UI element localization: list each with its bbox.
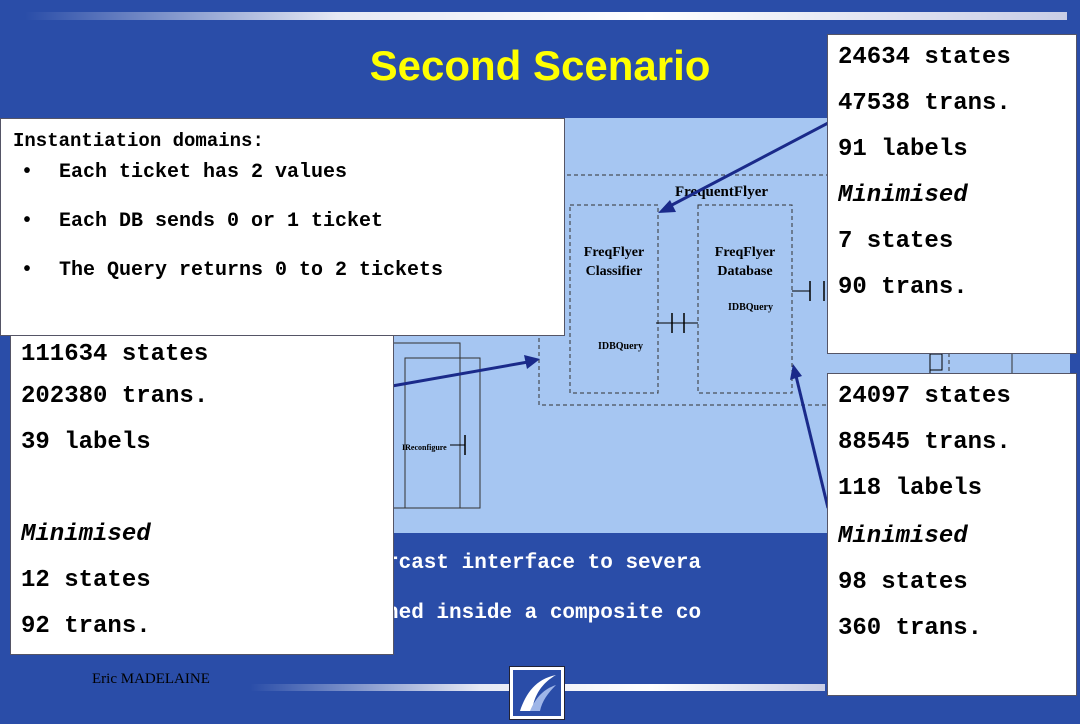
freqflyer-classifier-box (569, 204, 659, 394)
minimised-transitions-count: 92 trans. (21, 613, 151, 640)
minimised-transitions-count: 360 trans. (838, 615, 983, 642)
frequentflyer-label: FrequentFlyer (675, 184, 768, 200)
minimised-heading: Minimised (838, 182, 968, 209)
instantiation-domains-box: Instantiation domains: Each ticket has 2… (0, 118, 565, 336)
idbquery-label-2: IDBQuery (728, 302, 773, 313)
idbquery-label-1: IDBQuery (598, 341, 643, 352)
minimised-states-count: 12 states (21, 567, 151, 594)
states-count: 24634 states (838, 44, 1011, 71)
labels-count: 118 labels (838, 475, 983, 502)
instantiation-list: Each ticket has 2 values Each DB sends 0… (13, 161, 552, 283)
bottom-text-line-2: ned inside a composite co (386, 602, 702, 625)
freqflyer-database-box (697, 204, 793, 394)
instantiation-item: Each ticket has 2 values (13, 161, 552, 185)
minimised-states-count: 98 states (838, 569, 968, 596)
blank-line (21, 466, 383, 512)
classifier-label-1: FreqFlyer (584, 245, 644, 260)
logo-icon (513, 670, 561, 716)
instantiation-item: The Query returns 0 to 2 tickets (13, 259, 552, 283)
classifier-label-2: Classifier (586, 264, 643, 279)
minimised-heading: Minimised (21, 521, 151, 548)
stats-box-top-right: 24634 states 47538 trans. 91 labels Mini… (827, 34, 1077, 354)
instantiation-item: Each DB sends 0 or 1 ticket (13, 210, 552, 234)
diagram-drawing: FrequentFlyer FreqFlyer Classifier FreqF… (389, 120, 1013, 509)
minimised-states-count: 7 states (838, 228, 954, 255)
database-label-1: FreqFlyer (715, 245, 775, 260)
institution-logo (509, 666, 565, 720)
author-name: Eric MADELAINE (92, 671, 210, 687)
database-label-2: Database (717, 264, 772, 279)
minimised-transitions-count: 90 trans. (838, 274, 968, 301)
labels-count: 91 labels (838, 136, 968, 163)
transitions-count: 47538 trans. (838, 90, 1011, 117)
states-count: 111634 states (21, 341, 209, 368)
top-decorative-bar (25, 12, 1067, 20)
states-count: 24097 states (838, 383, 1011, 410)
transitions-count: 88545 trans. (838, 429, 1011, 456)
minimised-heading: Minimised (838, 523, 968, 550)
slide-title: Second Scenario (369, 42, 711, 89)
stats-box-bottom-right: 24097 states 88545 trans. 118 labels Min… (827, 373, 1077, 696)
labels-count: 39 labels (21, 429, 151, 456)
stats-box-left: 111634 states 202380 trans. 39 labels Mi… (10, 336, 394, 655)
transitions-count: 202380 trans. (21, 383, 209, 410)
bottom-text-line-1: rcast interface to severa (386, 552, 702, 575)
ireconfigure-label: IReconfigure (402, 443, 447, 452)
instantiation-heading: Instantiation domains: (13, 130, 264, 152)
